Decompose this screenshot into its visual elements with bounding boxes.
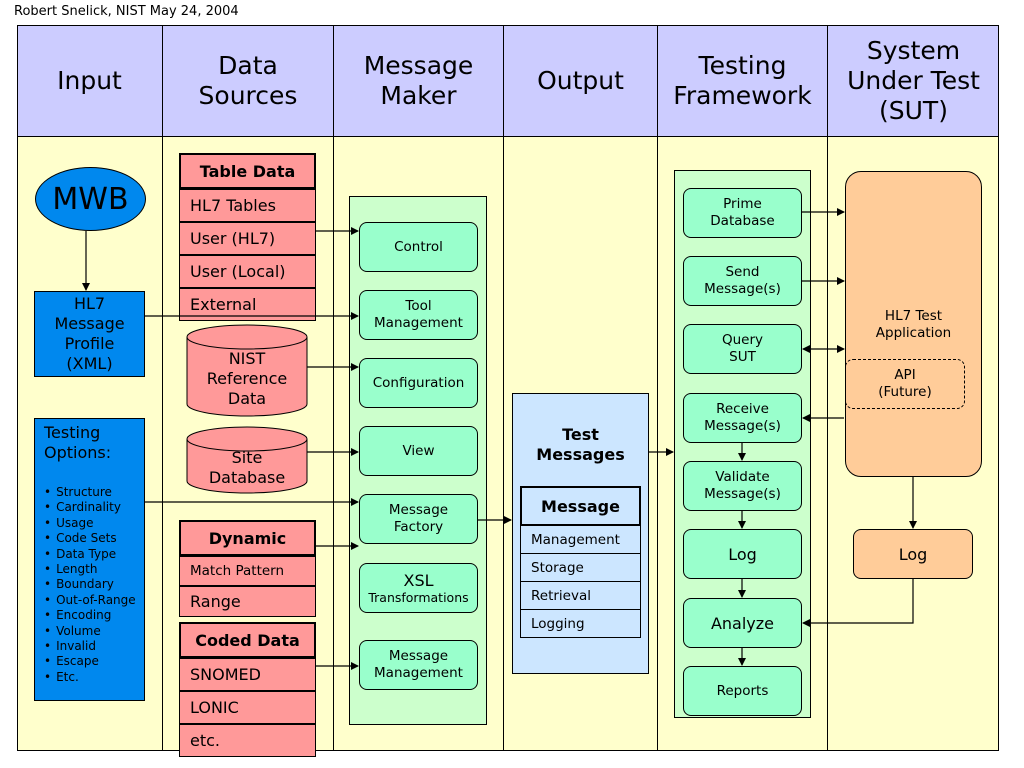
message-factory-box: Message Factory bbox=[359, 494, 478, 544]
query-sut-box: Query SUT bbox=[683, 324, 802, 374]
header-divider bbox=[17, 136, 999, 137]
message-table-row: Logging bbox=[520, 610, 641, 638]
log-box: Log bbox=[683, 529, 802, 579]
sut-application-box bbox=[845, 171, 982, 477]
send-messages-box: Send Message(s) bbox=[683, 256, 802, 306]
api-future-box: API (Future) bbox=[845, 359, 965, 409]
testing-option-item: Length bbox=[44, 562, 144, 577]
author-caption: Robert Snelick, NIST May 24, 2004 bbox=[14, 4, 239, 19]
dynamic-row: Range bbox=[179, 586, 316, 617]
testing-option-item: Usage bbox=[44, 516, 144, 531]
testing-option-item: Invalid bbox=[44, 639, 144, 654]
dynamic-row: Match Pattern bbox=[179, 556, 316, 586]
testing-option-item: Volume bbox=[44, 624, 144, 639]
testing-option-item: Escape bbox=[44, 654, 144, 669]
testing-option-item: Cardinality bbox=[44, 500, 144, 515]
testing-option-item: Encoding bbox=[44, 608, 144, 623]
analyze-box: Analyze bbox=[683, 598, 802, 648]
message-table: Message Management Storage Retrieval Log… bbox=[520, 486, 641, 638]
table-data-row: User (Local) bbox=[179, 255, 316, 288]
testing-options-list: StructureCardinalityUsageCode SetsData T… bbox=[44, 485, 144, 685]
testing-option-item: Out-of-Range bbox=[44, 593, 144, 608]
dynamic-group: Dynamic Match Pattern Range bbox=[179, 520, 316, 617]
coded-data-row: LONIC bbox=[179, 691, 316, 724]
validate-messages-box: Validate Message(s) bbox=[683, 461, 802, 511]
header-output: Output bbox=[504, 25, 658, 136]
coded-data-row: SNOMED bbox=[179, 658, 316, 691]
testing-option-item: Code Sets bbox=[44, 531, 144, 546]
table-data-row: External bbox=[179, 288, 316, 321]
receive-messages-box: Receive Message(s) bbox=[683, 393, 802, 443]
coded-data-title: Coded Data bbox=[179, 622, 316, 658]
testing-option-item: Etc. bbox=[44, 670, 144, 685]
sut-application-label: HL7 Test Application bbox=[875, 308, 952, 341]
xsl-big-label: XSL bbox=[403, 571, 434, 590]
site-db-label: Site Database bbox=[208, 448, 286, 487]
dynamic-title: Dynamic bbox=[179, 520, 316, 556]
message-table-title: Message bbox=[520, 486, 641, 526]
xsl-box: XSL Transformations bbox=[359, 563, 478, 613]
xsl-small-label: Transformations bbox=[368, 590, 469, 605]
testing-option-item: Data Type bbox=[44, 547, 144, 562]
testing-options-box: Testing Options: StructureCardinalityUsa… bbox=[34, 418, 145, 701]
diagram-frame bbox=[17, 25, 999, 751]
mwb-ellipse: MWB bbox=[35, 167, 146, 231]
configuration-box: Configuration bbox=[359, 358, 478, 408]
message-management-box: Message Management bbox=[359, 640, 478, 690]
control-box: Control bbox=[359, 222, 478, 272]
message-profile-box: HL7 Message Profile (XML) bbox=[34, 291, 145, 377]
header-data-sources: Data Sources bbox=[163, 25, 334, 136]
table-data-row: HL7 Tables bbox=[179, 189, 316, 222]
testing-option-item: Structure bbox=[44, 485, 144, 500]
testing-option-item: Boundary bbox=[44, 577, 144, 592]
header-message-maker: Message Maker bbox=[334, 25, 504, 136]
sut-log-box: Log bbox=[853, 529, 973, 579]
table-data-row: User (HL7) bbox=[179, 222, 316, 255]
message-table-row: Storage bbox=[520, 554, 641, 582]
reports-box: Reports bbox=[683, 666, 802, 716]
table-data-title: Table Data bbox=[179, 153, 316, 189]
test-messages-title: Test Messages bbox=[536, 425, 625, 464]
table-data-group: Table Data HL7 Tables User (HL7) User (L… bbox=[179, 153, 316, 321]
message-table-row: Management bbox=[520, 526, 641, 554]
prime-database-box: Prime Database bbox=[683, 188, 802, 238]
header-input: Input bbox=[17, 25, 163, 136]
message-table-row: Retrieval bbox=[520, 582, 641, 610]
coded-data-row: etc. bbox=[179, 724, 316, 757]
header-testing-framework: Testing Framework bbox=[658, 25, 828, 136]
header-sut: System Under Test (SUT) bbox=[828, 25, 999, 136]
tool-management-box: Tool Management bbox=[359, 290, 478, 340]
coded-data-group: Coded Data SNOMED LONIC etc. bbox=[179, 622, 316, 757]
view-box: View bbox=[359, 426, 478, 476]
nist-reference-db-label: NIST Reference Data bbox=[206, 349, 288, 408]
testing-options-title: Testing Options: bbox=[44, 423, 112, 462]
